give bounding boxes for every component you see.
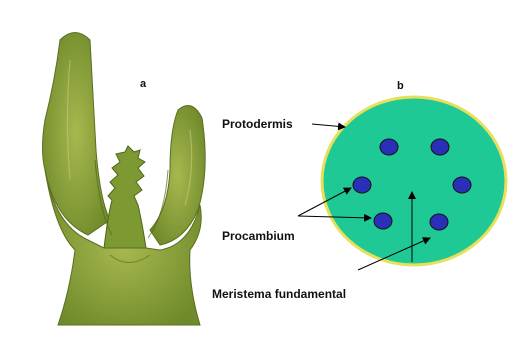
- panel-label-a: a: [140, 78, 146, 90]
- protodermis-label: Protodermis: [222, 117, 293, 131]
- protodermis-arrow: [312, 124, 345, 127]
- procambium-strand-6: [430, 214, 448, 230]
- procambium-strand-2: [431, 139, 449, 155]
- procambium-strand-5: [374, 213, 392, 229]
- shoot-apex-section: [43, 33, 206, 326]
- cross-section: [322, 97, 506, 265]
- panel-label-b: b: [397, 80, 404, 92]
- procambium-strand-1: [380, 139, 398, 155]
- procambium-strand-4: [453, 177, 471, 193]
- procambium-label: Procambium: [222, 229, 295, 243]
- procambium-strand-3: [353, 177, 371, 193]
- meristema-label: Meristema fundamental: [212, 287, 346, 301]
- ground-meristem-disc: [322, 97, 506, 265]
